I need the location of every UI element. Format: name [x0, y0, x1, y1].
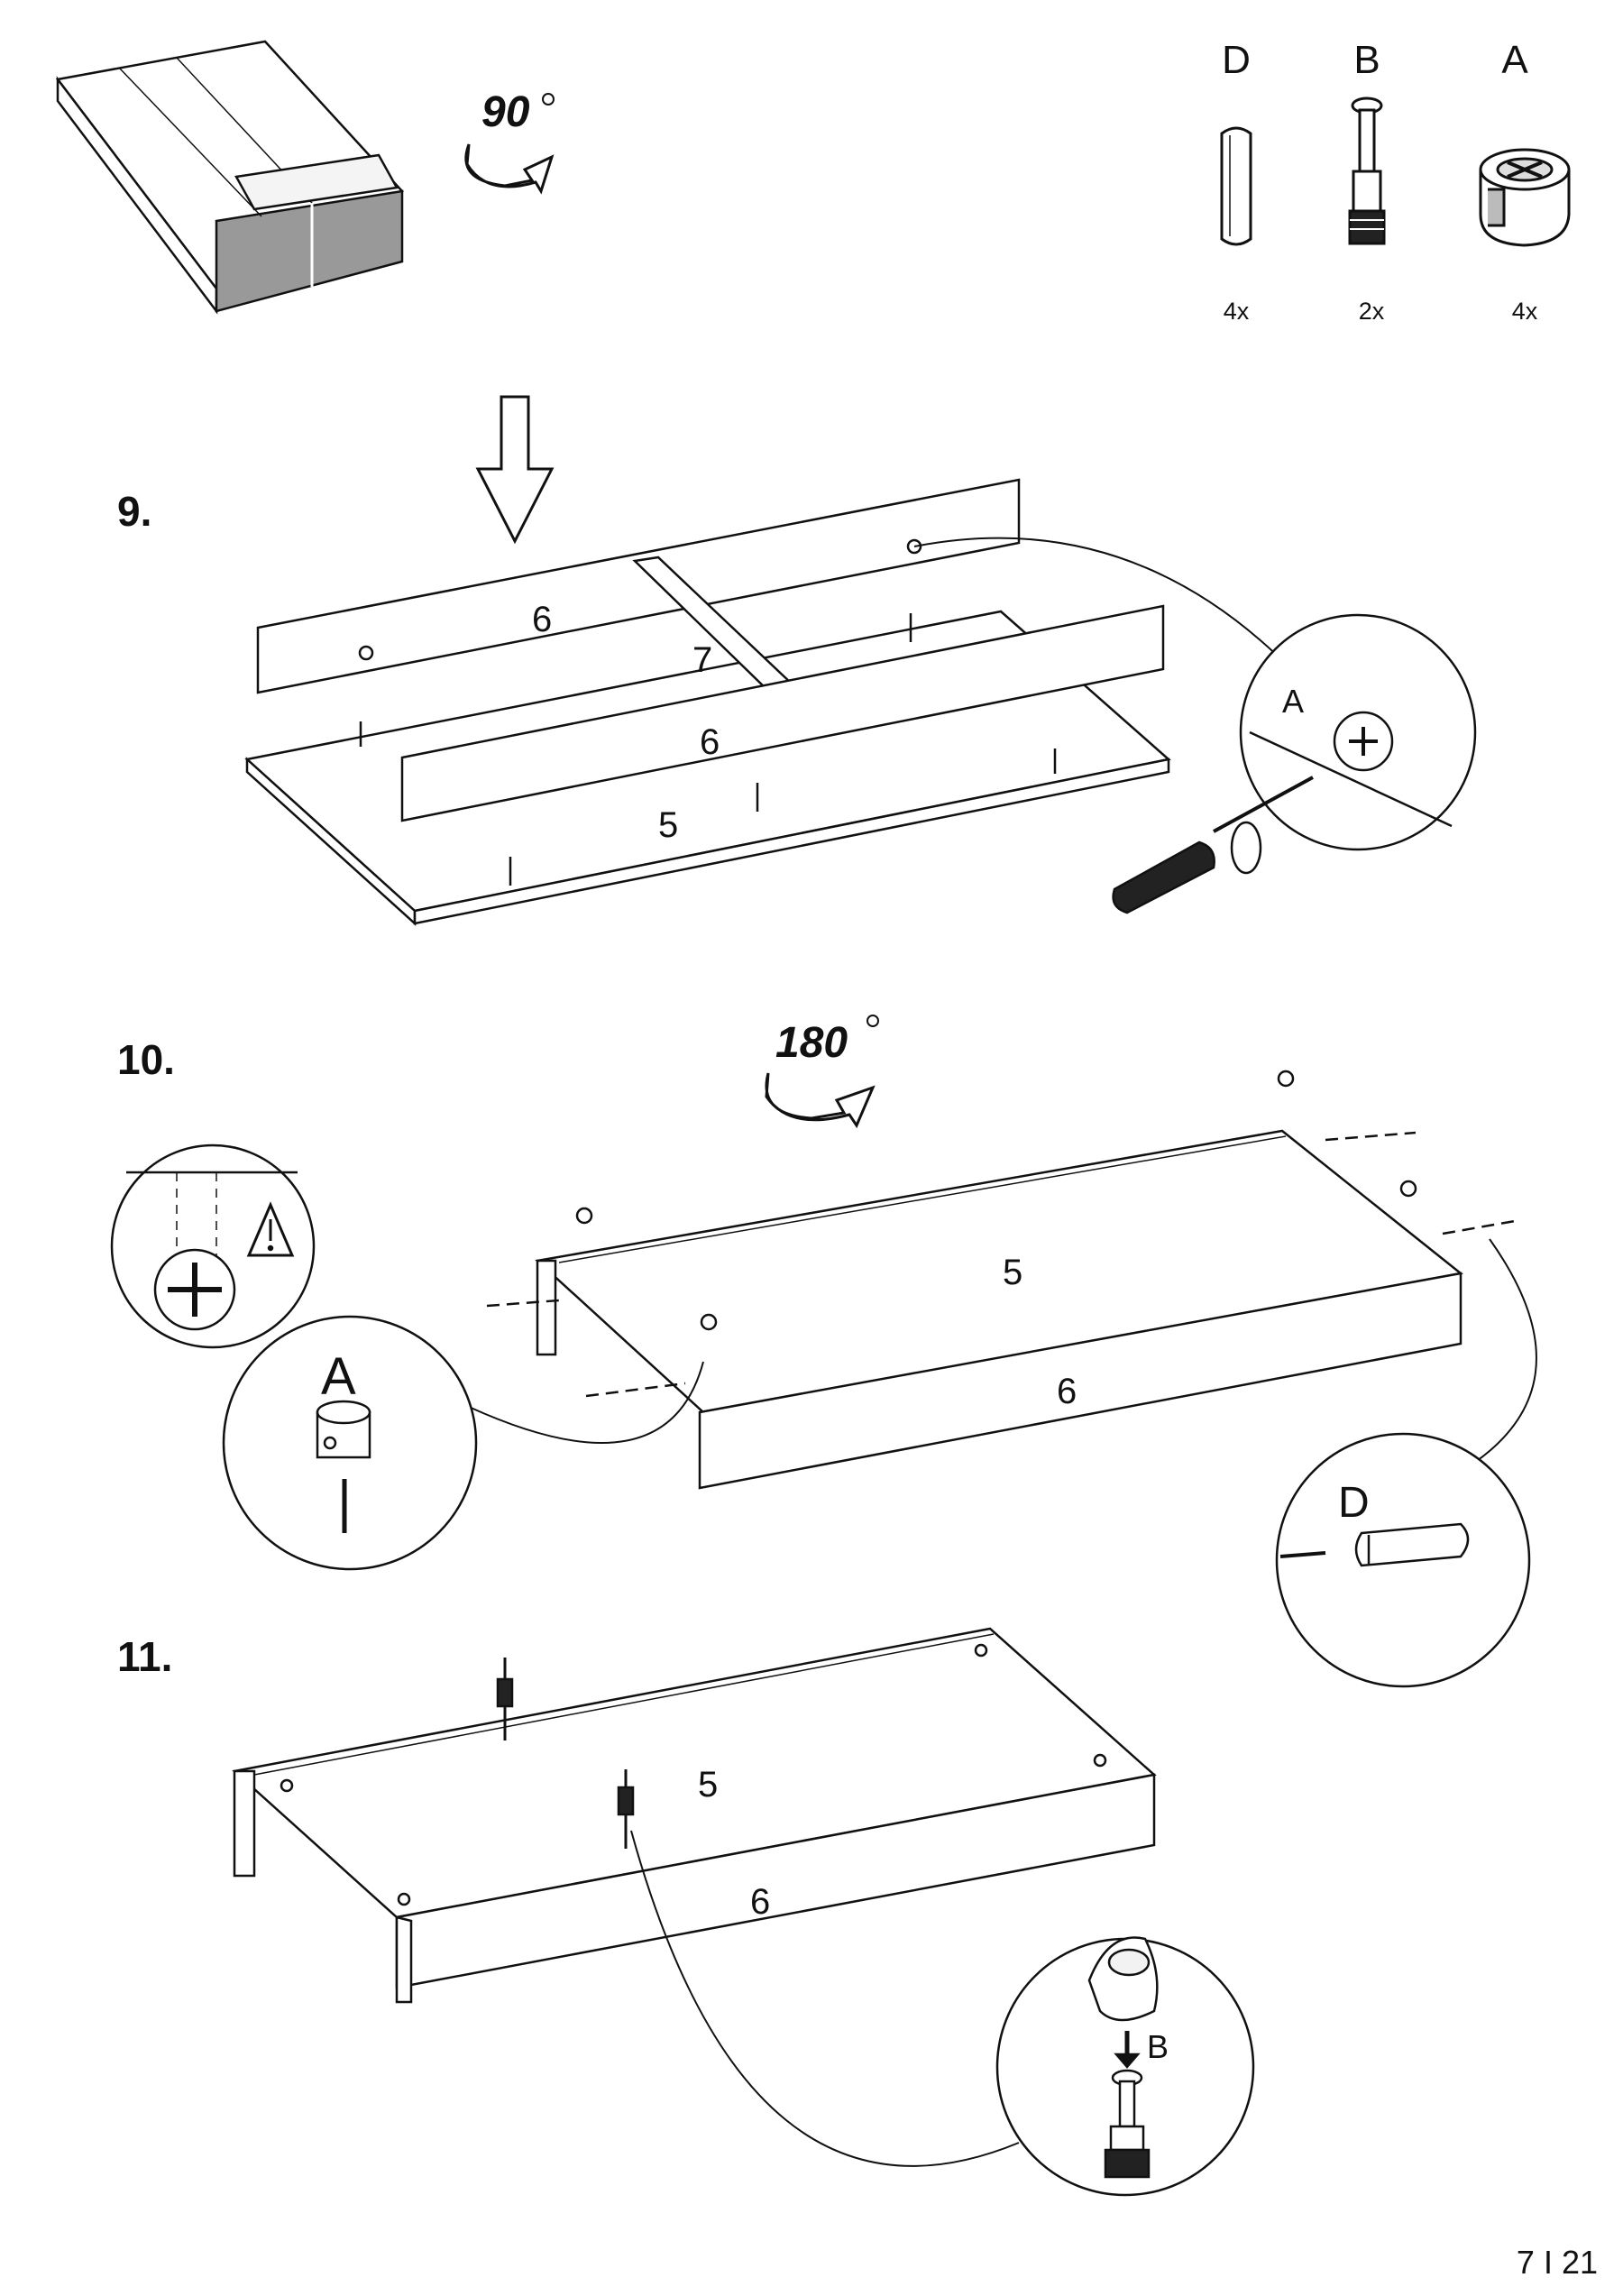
- down-arrow-icon: [475, 395, 555, 545]
- cabinet-illustration: [55, 40, 405, 315]
- hardware-qty-b: 2x: [1358, 298, 1385, 325]
- step10-detail-a-label: A: [321, 1347, 356, 1406]
- step10-label-side: 6: [1057, 1372, 1077, 1411]
- step9-label-base: 5: [658, 805, 678, 845]
- step11-detail-b-circle: [630, 1830, 1255, 2197]
- step11-label-side: 6: [750, 1882, 770, 1922]
- step-number-9: 9.: [117, 488, 152, 535]
- hardware-qty-a: 4x: [1511, 298, 1538, 325]
- step9-label-divider: 7: [692, 640, 712, 680]
- step-number-11: 11.: [117, 1633, 173, 1680]
- page-number: 7 I 21: [1516, 2244, 1598, 2281]
- step10-detail-a-circle: [222, 1315, 704, 1571]
- cam-lock-icon: [1479, 148, 1571, 247]
- hardware-letter-a: A: [1501, 38, 1528, 82]
- cam-bolt-icon: [1348, 96, 1386, 245]
- step9-illustration: [244, 478, 1171, 926]
- step10-detail-d-label: D: [1338, 1479, 1370, 1527]
- step10-caution-circle: [110, 1143, 316, 1349]
- rotation-90-label: 90: [481, 88, 530, 136]
- rotation-180-label: 180: [775, 1019, 848, 1067]
- step10-illustration: [486, 1070, 1516, 1490]
- step9-detail-circle: [913, 537, 1477, 851]
- hardware-letter-d: D: [1222, 38, 1251, 82]
- rotate-180-icon: 180: [765, 1015, 879, 1129]
- step10-label-panel: 5: [1003, 1253, 1022, 1292]
- hardware-qty-d: 4x: [1223, 298, 1250, 325]
- step-number-10: 10.: [117, 1036, 175, 1083]
- step9-label-side-top: 6: [532, 600, 552, 639]
- screwdriver-icon: [1112, 776, 1314, 914]
- rotate-90-icon: 90: [464, 88, 555, 195]
- step11-detail-b-label: B: [1147, 2028, 1169, 2065]
- dowel-icon: [1220, 126, 1252, 246]
- step9-label-side-front: 6: [700, 722, 720, 762]
- step9-detail-label: A: [1282, 683, 1304, 720]
- hardware-letter-b: B: [1353, 38, 1380, 82]
- step11-illustration: [232, 1627, 1157, 2004]
- step11-label-panel: 5: [698, 1765, 718, 1805]
- step10-detail-d-circle: [1275, 1238, 1537, 1688]
